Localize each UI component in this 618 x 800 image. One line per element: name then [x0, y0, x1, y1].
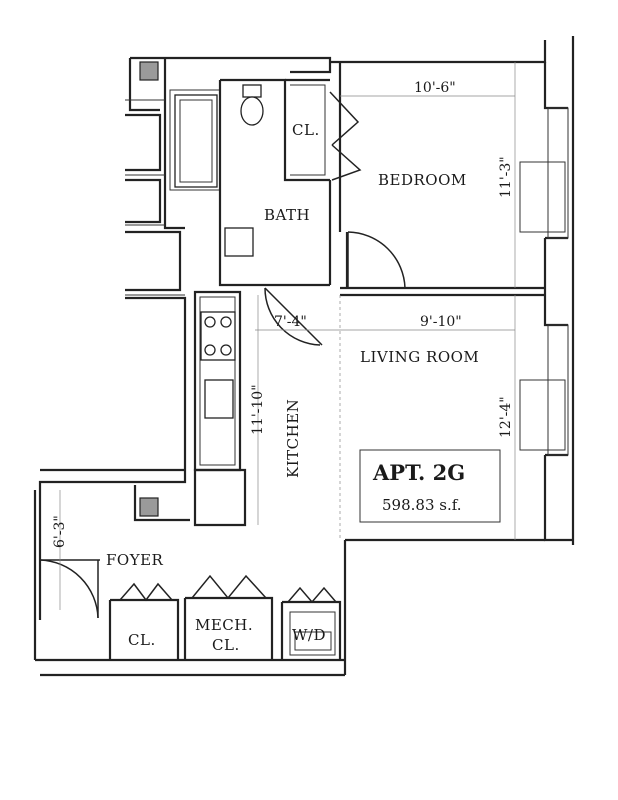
- foyer-closet-label: CL.: [128, 631, 156, 649]
- bath-label: BATH: [264, 206, 310, 224]
- bedroom-depth-dim: 11'-3": [498, 156, 514, 198]
- windows: [519, 107, 569, 456]
- kitchen-length-dim: 11'-10": [250, 384, 266, 435]
- column: [139, 497, 159, 517]
- toilet-bowl: [240, 96, 264, 126]
- kitchen-width-dim: 7'-4": [274, 314, 307, 330]
- toilet-tank: [242, 84, 262, 98]
- apartment-area: 598.83 s.f.: [382, 496, 462, 514]
- dimension-lines: [59, 62, 516, 610]
- column: [139, 61, 159, 81]
- mech-closet-label-line2: CL.: [212, 636, 240, 654]
- living-depth-dim: 12'-4": [498, 396, 514, 438]
- washer-dryer-label: W/D: [292, 626, 326, 644]
- kitchen-label: KITCHEN: [284, 399, 302, 478]
- kitchen-sink: [204, 379, 234, 419]
- apartment-title-box: APT. 2G 598.83 s.f.: [359, 449, 501, 523]
- exterior-walls: [33, 36, 575, 677]
- living-width-dim: 9'-10": [420, 314, 462, 330]
- mech-closet-label-line1: MECH.: [195, 616, 253, 634]
- foyer-depth-dim: 6'-3": [52, 515, 68, 548]
- foyer-label: FOYER: [106, 551, 164, 569]
- apartment-name: APT. 2G: [372, 460, 465, 485]
- bedroom-width-dim: 10'-6": [414, 80, 456, 96]
- bedroom-closet-label: CL.: [292, 121, 320, 139]
- fixtures: [139, 61, 332, 651]
- doors: [39, 91, 406, 619]
- bathtub: [174, 94, 218, 188]
- bedroom-label: BEDROOM: [378, 171, 467, 189]
- living-room-label: LIVING ROOM: [360, 348, 479, 366]
- bath-sink: [224, 227, 254, 257]
- interior-walls: [108, 62, 545, 660]
- labels: BEDROOM CL. BATH LIVING ROOM KITCHEN FOY…: [52, 80, 514, 654]
